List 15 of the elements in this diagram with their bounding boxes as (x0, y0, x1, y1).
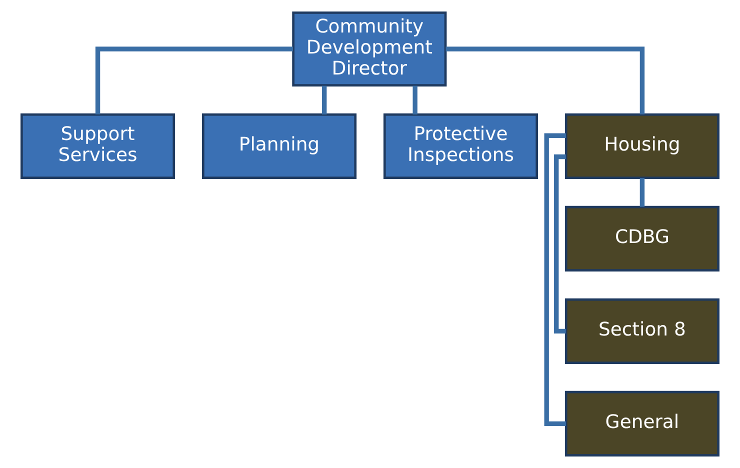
connector (95, 46, 294, 114)
connector (322, 86, 327, 114)
node-box: Planning (202, 113, 357, 179)
connector (554, 154, 566, 334)
connector (640, 178, 645, 207)
node-box: Community Development Director (292, 12, 447, 86)
node-box: Housing (564, 113, 720, 179)
connector (412, 86, 418, 114)
connector (446, 46, 645, 114)
node-box: General (564, 390, 720, 456)
node-box: Section 8 (564, 298, 720, 364)
node-box: Protective Inspections (383, 113, 538, 179)
node-box: CDBG (564, 206, 720, 272)
connector (544, 133, 566, 426)
node-box: Support Services (20, 113, 176, 179)
